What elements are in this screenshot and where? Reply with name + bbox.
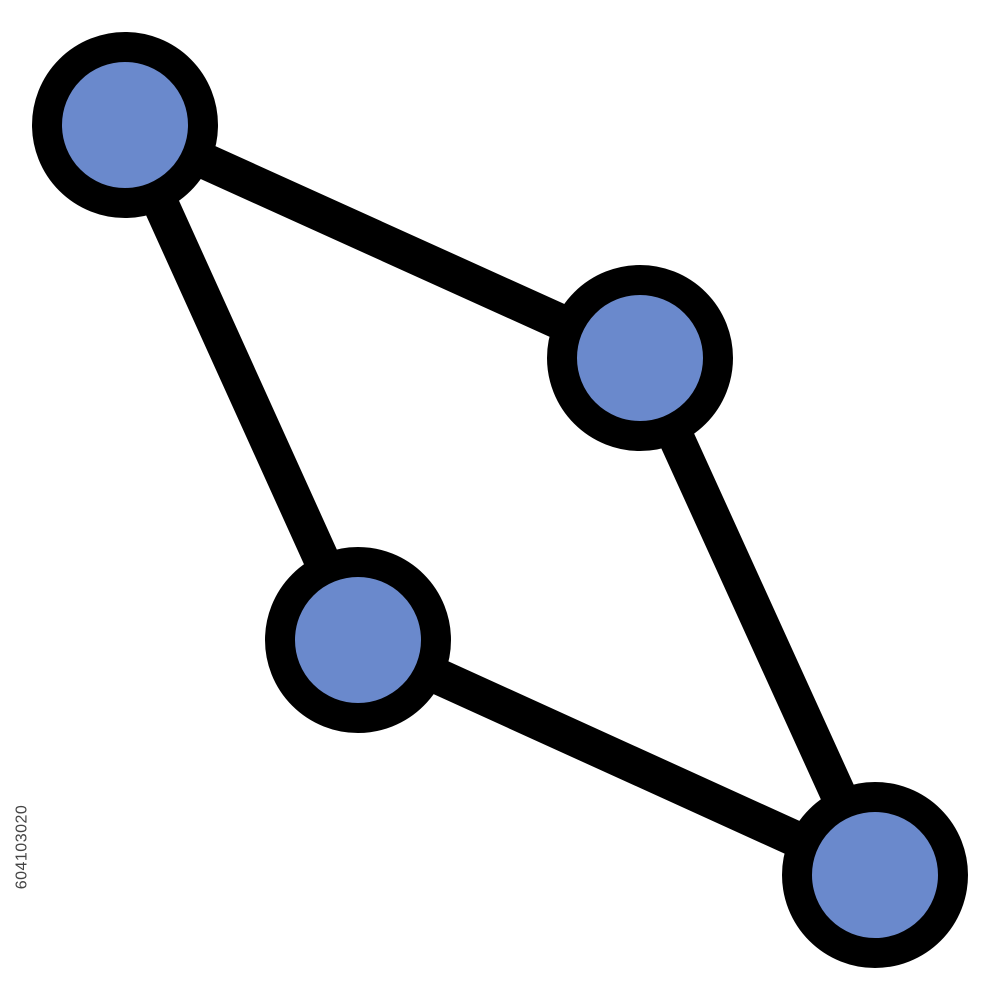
nodes xyxy=(32,32,968,968)
node-upper-right xyxy=(547,265,733,451)
edge-top-left-to-upper-right xyxy=(107,107,658,376)
node-lower-left xyxy=(265,547,451,733)
edge-lower-left-to-bottom-right xyxy=(340,622,893,893)
stock-id-label: 604103020 xyxy=(2,762,42,932)
node-top-left xyxy=(32,32,218,218)
node-bottom-right xyxy=(782,782,968,968)
stock-id-text: 604103020 xyxy=(13,804,30,890)
edges xyxy=(107,107,893,893)
edge-top-left-to-lower-left xyxy=(107,107,376,658)
edge-upper-right-to-bottom-right xyxy=(622,340,893,893)
